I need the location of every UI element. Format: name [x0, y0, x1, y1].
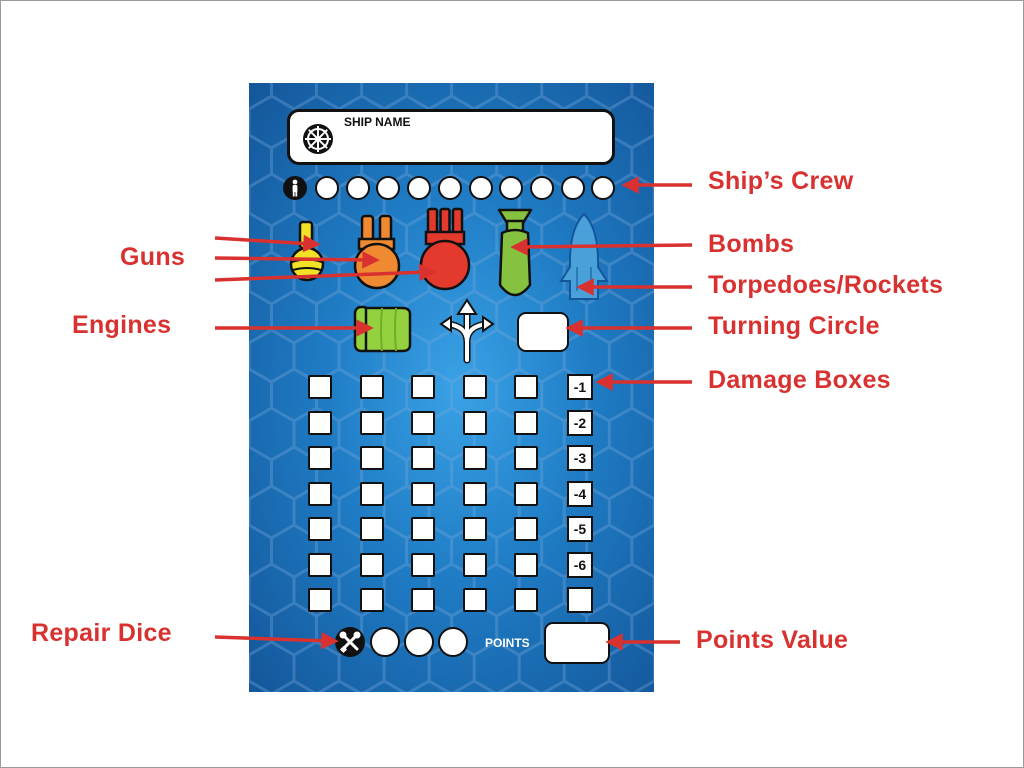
damage-box[interactable]	[359, 446, 384, 470]
crew-icon	[283, 176, 307, 200]
damage-box[interactable]	[462, 517, 487, 541]
damage-label-box[interactable]	[567, 587, 593, 613]
maneuver-arrows-icon	[439, 298, 495, 364]
crew-slot[interactable]	[345, 176, 370, 200]
engine-icon	[353, 305, 412, 353]
damage-box[interactable]	[359, 552, 384, 577]
damage-box[interactable]	[462, 552, 487, 577]
damage-box[interactable]	[411, 481, 435, 506]
damage-label-box[interactable]: -4	[567, 480, 593, 507]
damage-box[interactable]	[514, 588, 538, 612]
damage-box[interactable]	[308, 481, 332, 506]
damage-label-box[interactable]: -6	[567, 551, 593, 578]
damage-box[interactable]	[411, 517, 435, 541]
callout-ships-crew: Ship’s Crew	[708, 167, 854, 195]
damage-box[interactable]	[411, 588, 435, 612]
ship-card: SHIP NAME	[249, 83, 654, 692]
gun-small-icon	[289, 220, 325, 282]
crew-slot[interactable]	[529, 176, 554, 200]
damage-box[interactable]	[308, 552, 332, 577]
damage-box[interactable]	[308, 446, 332, 470]
damage-label-box[interactable]: -5	[567, 516, 593, 542]
ship-name-box[interactable]: SHIP NAME	[287, 109, 615, 165]
crew-slot[interactable]	[591, 176, 616, 200]
crew-slot[interactable]	[315, 176, 339, 200]
damage-box[interactable]	[514, 552, 538, 577]
turning-circle-box[interactable]	[517, 312, 569, 352]
damage-box[interactable]	[514, 446, 538, 470]
damage-box[interactable]	[514, 375, 538, 399]
ship-name-label: SHIP NAME	[344, 115, 411, 129]
damage-box[interactable]	[514, 410, 538, 435]
repair-tools-icon	[335, 627, 365, 657]
damage-box[interactable]	[359, 481, 384, 506]
damage-box[interactable]	[359, 517, 384, 541]
damage-box[interactable]	[308, 375, 332, 399]
damage-label-box[interactable]: -1	[567, 374, 593, 400]
damage-box[interactable]	[462, 410, 487, 435]
crew-slot[interactable]	[437, 176, 462, 200]
bomb-icon	[497, 208, 533, 297]
damage-box[interactable]	[462, 446, 487, 470]
damage-box[interactable]	[411, 410, 435, 435]
crew-slot[interactable]	[560, 176, 585, 200]
damage-label-box[interactable]: -2	[567, 409, 593, 436]
callout-bombs: Bombs	[708, 230, 795, 258]
callout-torpedoes-rockets: Torpedoes/Rockets	[708, 271, 944, 299]
damage-box[interactable]	[411, 552, 435, 577]
points-label: POINTS	[485, 636, 530, 650]
ships-wheel-icon	[303, 124, 333, 154]
callout-turning-circle: Turning Circle	[708, 312, 880, 340]
damage-box[interactable]	[462, 588, 487, 612]
gun-medium-icon	[353, 214, 401, 290]
crew-slot[interactable]	[376, 176, 401, 200]
repair-die-slot[interactable]	[370, 627, 400, 657]
damage-box[interactable]	[462, 481, 487, 506]
crew-slot[interactable]	[468, 176, 493, 200]
repair-die-slot[interactable]	[404, 627, 434, 657]
damage-box[interactable]	[462, 375, 487, 399]
callout-damage-boxes: Damage Boxes	[708, 366, 891, 394]
crew-slot[interactable]	[407, 176, 432, 200]
callout-repair-dice: Repair Dice	[31, 619, 172, 647]
gun-large-icon	[419, 207, 471, 291]
damage-box[interactable]	[308, 517, 332, 541]
repair-die-slot[interactable]	[438, 627, 468, 657]
damage-box[interactable]	[359, 410, 384, 435]
damage-box[interactable]	[359, 375, 384, 399]
damage-box[interactable]	[411, 446, 435, 470]
damage-box[interactable]	[411, 375, 435, 399]
callout-points-value: Points Value	[696, 626, 849, 654]
damage-box[interactable]	[514, 481, 538, 506]
torpedo-rocket-icon	[559, 212, 609, 300]
damage-label-box[interactable]: -3	[567, 445, 593, 471]
damage-box[interactable]	[359, 588, 384, 612]
points-value-box[interactable]	[544, 622, 610, 664]
damage-box[interactable]	[308, 588, 332, 612]
damage-box[interactable]	[514, 517, 538, 541]
damage-box[interactable]	[308, 410, 332, 435]
crew-slot[interactable]	[499, 176, 524, 200]
callout-guns: Guns	[120, 243, 186, 271]
callout-engines: Engines	[72, 311, 172, 339]
